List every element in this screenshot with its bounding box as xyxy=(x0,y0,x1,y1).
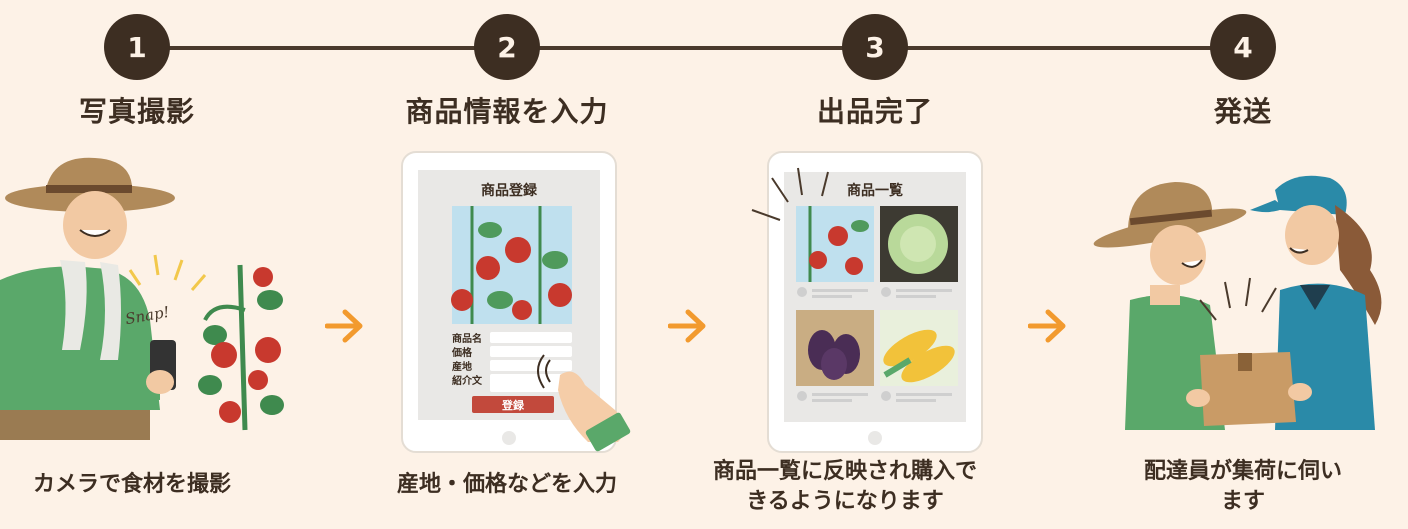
arrow-right-icon xyxy=(668,309,706,343)
form-submit-label: 登録 xyxy=(501,398,525,412)
step-4-caption: 配達員が集荷に伺います xyxy=(1143,459,1342,514)
form-title: 商品登録 xyxy=(481,182,538,199)
step-2-title: 商品情報を入力 xyxy=(405,95,609,128)
form-field-label: 紹介文 xyxy=(452,374,483,387)
arrow-right-icon xyxy=(325,309,363,343)
step-4-title: 発送 xyxy=(1213,95,1272,128)
step-3-caption: 商品一覧に反映され購入できるようになります xyxy=(712,459,977,514)
form-field-label: 産地 xyxy=(452,360,472,373)
farmer-photo-illustration: Snap! xyxy=(0,157,284,440)
list-title: 商品一覧 xyxy=(847,182,903,199)
step-1-caption: カメラで食材を撮影 xyxy=(32,472,231,497)
form-field-label: 価格 xyxy=(451,346,473,359)
step-4-number: 4 xyxy=(1210,14,1276,80)
step-3-number: 3 xyxy=(842,14,908,80)
step-3-title: 出品完了 xyxy=(816,95,933,128)
timeline-line xyxy=(137,46,1244,50)
step-1-number: 1 xyxy=(104,14,170,80)
form-field-label: 商品名 xyxy=(452,332,482,345)
delivery-illustration xyxy=(1093,175,1382,430)
step-2-caption: 産地・価格などを入力 xyxy=(396,472,617,497)
tablet-list-illustration: 商品一覧 xyxy=(751,151,983,453)
step-1-title: 写真撮影 xyxy=(78,95,195,128)
tablet-form-illustration: 商品登録 商品名 価格 産地 紹介文 登録 xyxy=(401,151,631,453)
arrow-right-icon xyxy=(1028,309,1066,343)
step-2-number: 2 xyxy=(474,14,540,80)
